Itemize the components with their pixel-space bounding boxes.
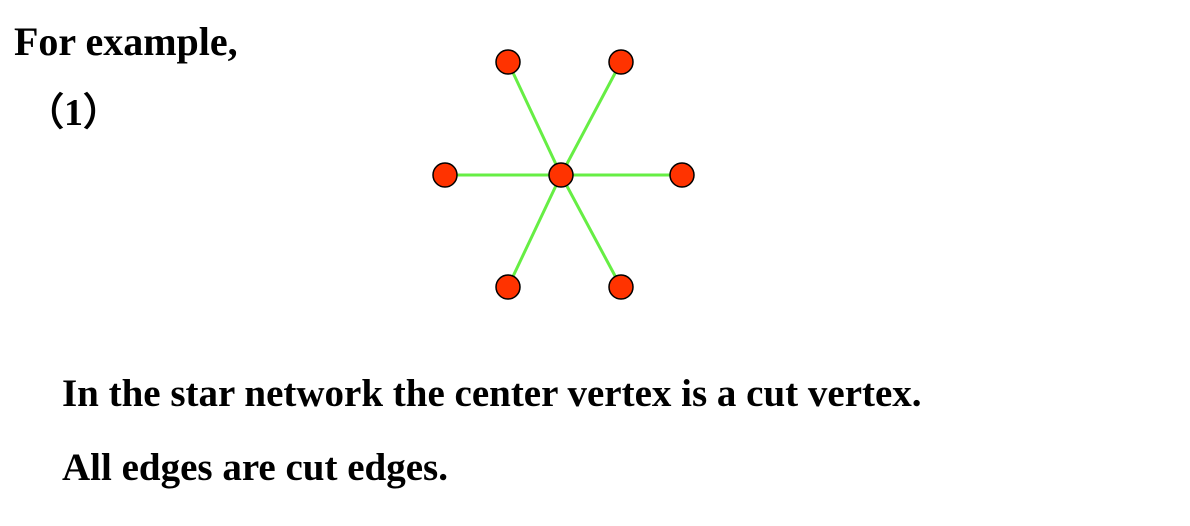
edge-c-v6 [559, 173, 623, 289]
slide-heading: For example, [14, 19, 238, 64]
edge-c-v5 [506, 173, 563, 289]
leaf-vertex [608, 49, 634, 75]
edge-c-v1 [506, 60, 563, 177]
leaf-vertex [608, 274, 634, 300]
leaf-vertex [669, 162, 695, 188]
leaf-vertex [495, 274, 521, 300]
leaf-vertex [495, 49, 521, 75]
caption-cut-edges: All edges are cut edges. [62, 446, 448, 489]
example-number: （1） [26, 92, 122, 134]
center-vertex [548, 162, 574, 188]
edge-c-v2 [559, 60, 623, 177]
caption-cut-vertex: In the star network the center vertex is… [62, 372, 922, 415]
graph-vertices [432, 49, 695, 300]
graph-edges [443, 60, 684, 289]
leaf-vertex [432, 162, 458, 188]
